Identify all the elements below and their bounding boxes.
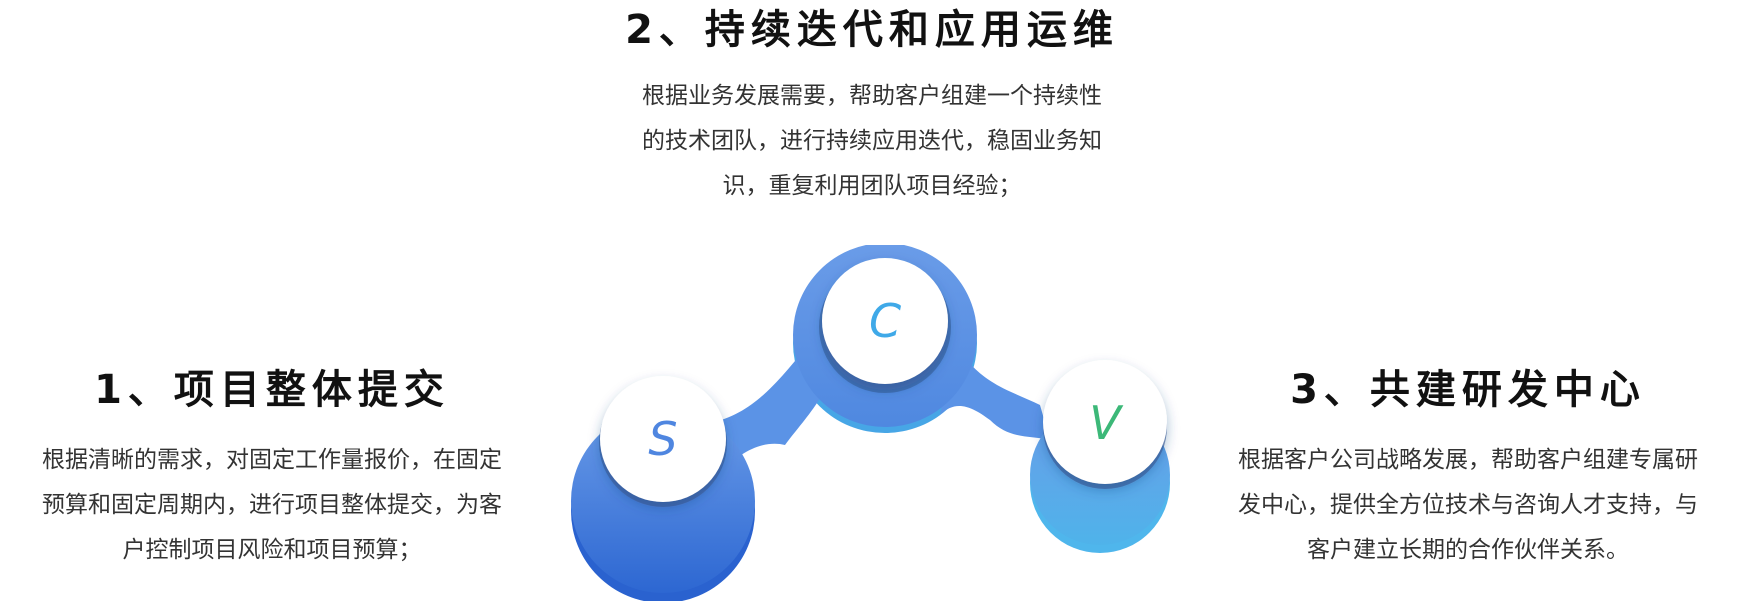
- bridge-s-c: [710, 355, 822, 475]
- section-3-desc-line: 发中心，提供全方位技术与咨询人才支持，与: [1238, 492, 1698, 518]
- section-3-desc-line: 根据客户公司战略发展，帮助客户组建专属研: [1238, 447, 1698, 473]
- section-1-desc-line: 根据清晰的需求，对固定工作量报价，在固定: [42, 447, 502, 473]
- badge-letter-c: C: [869, 294, 901, 348]
- section-2: 2、持续迭代和应用运维 根据业务发展需要，帮助客户组建一个持续性 的技术团队，进…: [618, 2, 1126, 209]
- section-2-desc-line: 的技术团队，进行持续应用迭代，稳固业务知: [642, 128, 1102, 154]
- section-3-title: 3、共建研发中心: [1290, 367, 1646, 413]
- disc-c: [822, 258, 948, 384]
- section-2-desc: 根据业务发展需要，帮助客户组建一个持续性 的技术团队，进行持续应用迭代，稳固业务…: [618, 74, 1126, 209]
- section-2-desc-line: 根据业务发展需要，帮助客户组建一个持续性: [642, 83, 1102, 109]
- disc-v: [1043, 360, 1167, 484]
- scv-ring-graphic: S C V: [571, 245, 1170, 601]
- section-1-desc-line: 户控制项目风险和项目预算；: [122, 537, 422, 563]
- section-2-desc-line: 识，重复利用团队项目经验；: [722, 173, 1022, 199]
- section-1: 1、项目整体提交 根据清晰的需求，对固定工作量报价，在固定 预算和固定周期内，进…: [18, 362, 526, 573]
- section-3: 3、共建研发中心 根据客户公司战略发展，帮助客户组建专属研 发中心，提供全方位技…: [1214, 362, 1722, 573]
- badge-letter-s: S: [648, 412, 677, 466]
- badge-letter-v: V: [1089, 396, 1124, 450]
- section-1-desc: 根据清晰的需求，对固定工作量报价，在固定 预算和固定周期内，进行项目整体提交，为…: [18, 438, 526, 573]
- section-2-title: 2、持续迭代和应用运维: [625, 7, 1119, 53]
- section-3-desc-line: 客户建立长期的合作伙伴关系。: [1307, 537, 1629, 563]
- section-3-desc: 根据客户公司战略发展，帮助客户组建专属研 发中心，提供全方位技术与咨询人才支持，…: [1214, 438, 1722, 573]
- disc-s: [600, 376, 726, 502]
- section-1-desc-line: 预算和固定周期内，进行项目整体提交，为客: [42, 492, 502, 518]
- section-1-title: 1、项目整体提交: [94, 367, 450, 413]
